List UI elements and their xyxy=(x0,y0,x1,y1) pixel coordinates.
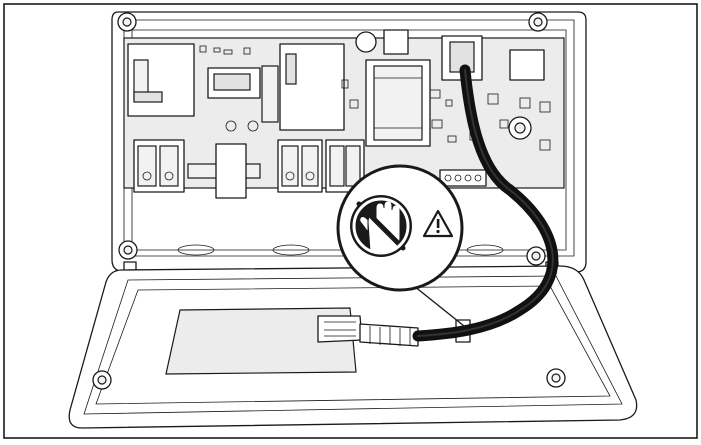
knockout-2 xyxy=(272,244,310,256)
ribbon-plug xyxy=(317,315,363,343)
warning-callout xyxy=(336,164,465,327)
no-touch-hand-icon xyxy=(350,195,412,257)
base-screw-top-left xyxy=(117,12,137,32)
lid-display-board xyxy=(165,307,357,375)
power-terminals xyxy=(133,139,365,199)
lid-screw-right xyxy=(546,368,566,388)
base-screw-top-right xyxy=(528,12,548,32)
top-right-connector xyxy=(509,49,545,81)
capacitor xyxy=(355,31,377,53)
circuit-board xyxy=(123,29,565,189)
warning-triangle-icon xyxy=(422,209,454,238)
lid-screw-left xyxy=(92,370,112,390)
terminal-block xyxy=(439,169,487,187)
knockout-4 xyxy=(466,244,504,256)
base-screw-bottom-left xyxy=(118,240,138,260)
knockout-1 xyxy=(177,244,215,256)
base-screw-bottom-right xyxy=(526,246,546,266)
enclosure-lid xyxy=(68,265,638,429)
